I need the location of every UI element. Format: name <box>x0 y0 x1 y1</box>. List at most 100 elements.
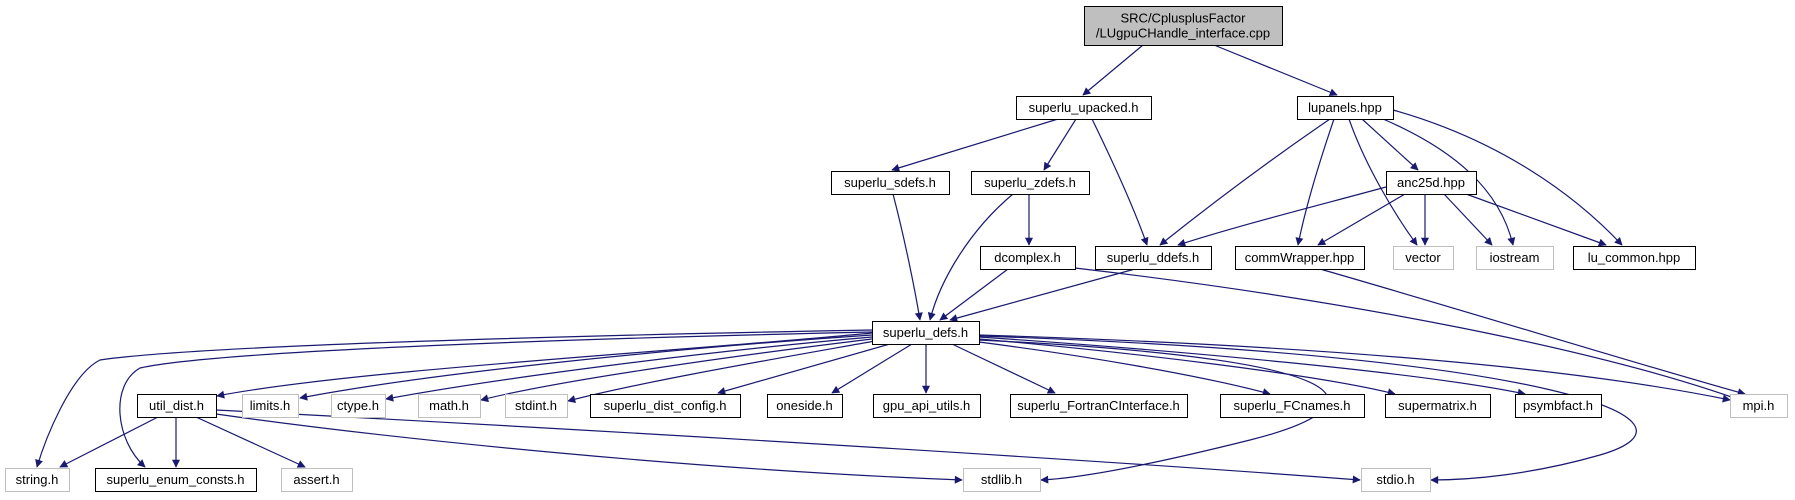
node-psymbfact[interactable]: psymbfact.h <box>1515 394 1602 418</box>
node-box <box>831 171 950 195</box>
edge-lupanels-to-commWrapper <box>1295 118 1335 246</box>
node-label: superlu_dist_config.h <box>604 398 727 413</box>
edge-superlu_upacked-to-superlu_zdefs <box>1043 118 1077 171</box>
node-box <box>1393 246 1454 270</box>
node-box <box>963 468 1041 492</box>
node-label: stdio.h <box>1376 472 1414 487</box>
node-box <box>242 394 299 418</box>
node-superlu-ddefs[interactable]: superlu_ddefs.h <box>1095 246 1212 270</box>
node-iostream: iostream <box>1476 246 1554 270</box>
edge-util_dist-to-string <box>59 416 159 468</box>
node-superlu-sdefs[interactable]: superlu_sdefs.h <box>831 171 950 195</box>
edge-superlu_defs-to-stdint <box>567 340 876 404</box>
node-stdio: stdio.h <box>1361 468 1431 492</box>
node-box <box>281 468 353 492</box>
node-box <box>95 468 257 492</box>
node-label: /LUgpuCHandle_interface.cpp <box>1096 26 1270 41</box>
node-superlu-dist-config[interactable]: superlu_dist_config.h <box>590 394 741 418</box>
edge-superlu_upacked-to-superlu_sdefs <box>891 118 1059 172</box>
node-vector: vector <box>1393 246 1454 270</box>
node-label: mpi.h <box>1743 398 1775 413</box>
node-superlu-FortranCInterface[interactable]: superlu_FortranCInterface.h <box>1010 394 1188 418</box>
node-box <box>1385 394 1491 418</box>
node-label: superlu_FortranCInterface.h <box>1017 398 1180 413</box>
node-box <box>872 321 980 345</box>
node-lupanels[interactable]: lupanels.hpp <box>1297 96 1394 120</box>
node-box <box>1361 468 1431 492</box>
edge-lupanels-to-lu_common <box>1392 109 1623 246</box>
node-box <box>1730 394 1788 418</box>
node-superlu-zdefs[interactable]: superlu_zdefs.h <box>971 171 1090 195</box>
node-label: vector <box>1405 250 1441 265</box>
node-label: SRC/CplusplusFactor <box>1121 11 1247 26</box>
node-label: limits.h <box>250 398 290 413</box>
edge-anc25d-to-lu_common <box>1465 193 1607 247</box>
node-superlu-enum-consts[interactable]: superlu_enum_consts.h <box>95 468 257 492</box>
node-supermatrix[interactable]: supermatrix.h <box>1385 394 1491 418</box>
node-mpi: mpi.h <box>1730 394 1788 418</box>
edge-superlu_defs-to-superlu_dist_config <box>717 343 891 395</box>
node-lu-common[interactable]: lu_common.hpp <box>1573 246 1696 270</box>
node-superlu-defs[interactable]: superlu_defs.h <box>872 321 980 345</box>
edge-superlu_defs-to-string <box>35 329 873 468</box>
node-commWrapper[interactable]: commWrapper.hpp <box>1235 246 1365 270</box>
node-box <box>331 394 386 418</box>
node-label: superlu_defs.h <box>883 325 968 340</box>
node-root[interactable]: SRC/CplusplusFactor/LUgpuCHandle_interfa… <box>1084 6 1283 46</box>
node-label: oneside.h <box>776 398 832 413</box>
edge-root-to-lupanels <box>1213 44 1338 96</box>
edge-commWrapper-to-mpi <box>1319 268 1746 396</box>
node-box <box>873 394 981 418</box>
node-box <box>971 171 1090 195</box>
node-label: commWrapper.hpp <box>1245 250 1355 265</box>
node-box <box>1235 246 1365 270</box>
edge-dcomplex-to-superlu_defs <box>939 268 1009 321</box>
node-gpu-api-utils[interactable]: gpu_api_utils.h <box>873 394 981 418</box>
edge-superlu_upacked-to-superlu_ddefs <box>1091 118 1149 246</box>
edge-superlu_ddefs-to-superlu_defs <box>949 268 1136 322</box>
edge-superlu_zdefs-to-superlu_defs <box>927 193 1014 321</box>
edge-superlu_defs-to-supermatrix <box>978 338 1396 397</box>
edge-util_dist-to-assert <box>195 416 306 468</box>
node-label: math.h <box>429 398 469 413</box>
nodes-layer: SRC/CplusplusFactor/LUgpuCHandle_interfa… <box>5 6 1788 492</box>
node-label: superlu_ddefs.h <box>1107 250 1200 265</box>
node-box <box>137 394 217 418</box>
edge-anc25d-to-iostream <box>1443 193 1493 246</box>
node-anc25d[interactable]: anc25d.hpp <box>1386 171 1477 195</box>
edge-anc25d-to-superlu_ddefs <box>1177 186 1387 247</box>
node-dcomplex[interactable]: dcomplex.h <box>980 246 1076 270</box>
node-label: ctype.h <box>337 398 379 413</box>
node-label: superlu_upacked.h <box>1029 100 1139 115</box>
node-label: supermatrix.h <box>1398 398 1477 413</box>
edge-superlu_defs-to-math <box>480 338 873 403</box>
node-box <box>1220 394 1365 418</box>
node-oneside[interactable]: oneside.h <box>767 394 843 418</box>
node-label: iostream <box>1490 250 1540 265</box>
node-label: string.h <box>16 472 59 487</box>
edge-util_dist-to-stdio <box>215 409 1361 484</box>
node-label: stdlib.h <box>981 472 1022 487</box>
edge-superlu_defs-to-superlu_FortranCInterface <box>951 343 1056 394</box>
node-superlu-upacked[interactable]: superlu_upacked.h <box>1016 96 1152 120</box>
node-label: lu_common.hpp <box>1588 250 1681 265</box>
node-box <box>505 394 568 418</box>
node-box <box>1010 394 1188 418</box>
node-util-dist[interactable]: util_dist.h <box>137 394 217 418</box>
edge-superlu_defs-to-mpi <box>978 334 1731 403</box>
node-stdint: stdint.h <box>505 394 568 418</box>
node-label: psymbfact.h <box>1523 398 1593 413</box>
node-label: anc25d.hpp <box>1397 175 1465 190</box>
node-box <box>1084 6 1283 46</box>
edge-lupanels-to-superlu_ddefs <box>1159 118 1331 246</box>
node-box <box>1476 246 1554 270</box>
edge-superlu_defs-to-ctype <box>385 336 873 402</box>
node-box <box>980 246 1076 270</box>
node-label: gpu_api_utils.h <box>883 398 970 413</box>
node-label: util_dist.h <box>149 398 204 413</box>
node-label: stdint.h <box>515 398 557 413</box>
node-superlu-FCnames[interactable]: superlu_FCnames.h <box>1220 394 1365 418</box>
node-box <box>5 468 70 492</box>
node-assert: assert.h <box>281 468 353 492</box>
